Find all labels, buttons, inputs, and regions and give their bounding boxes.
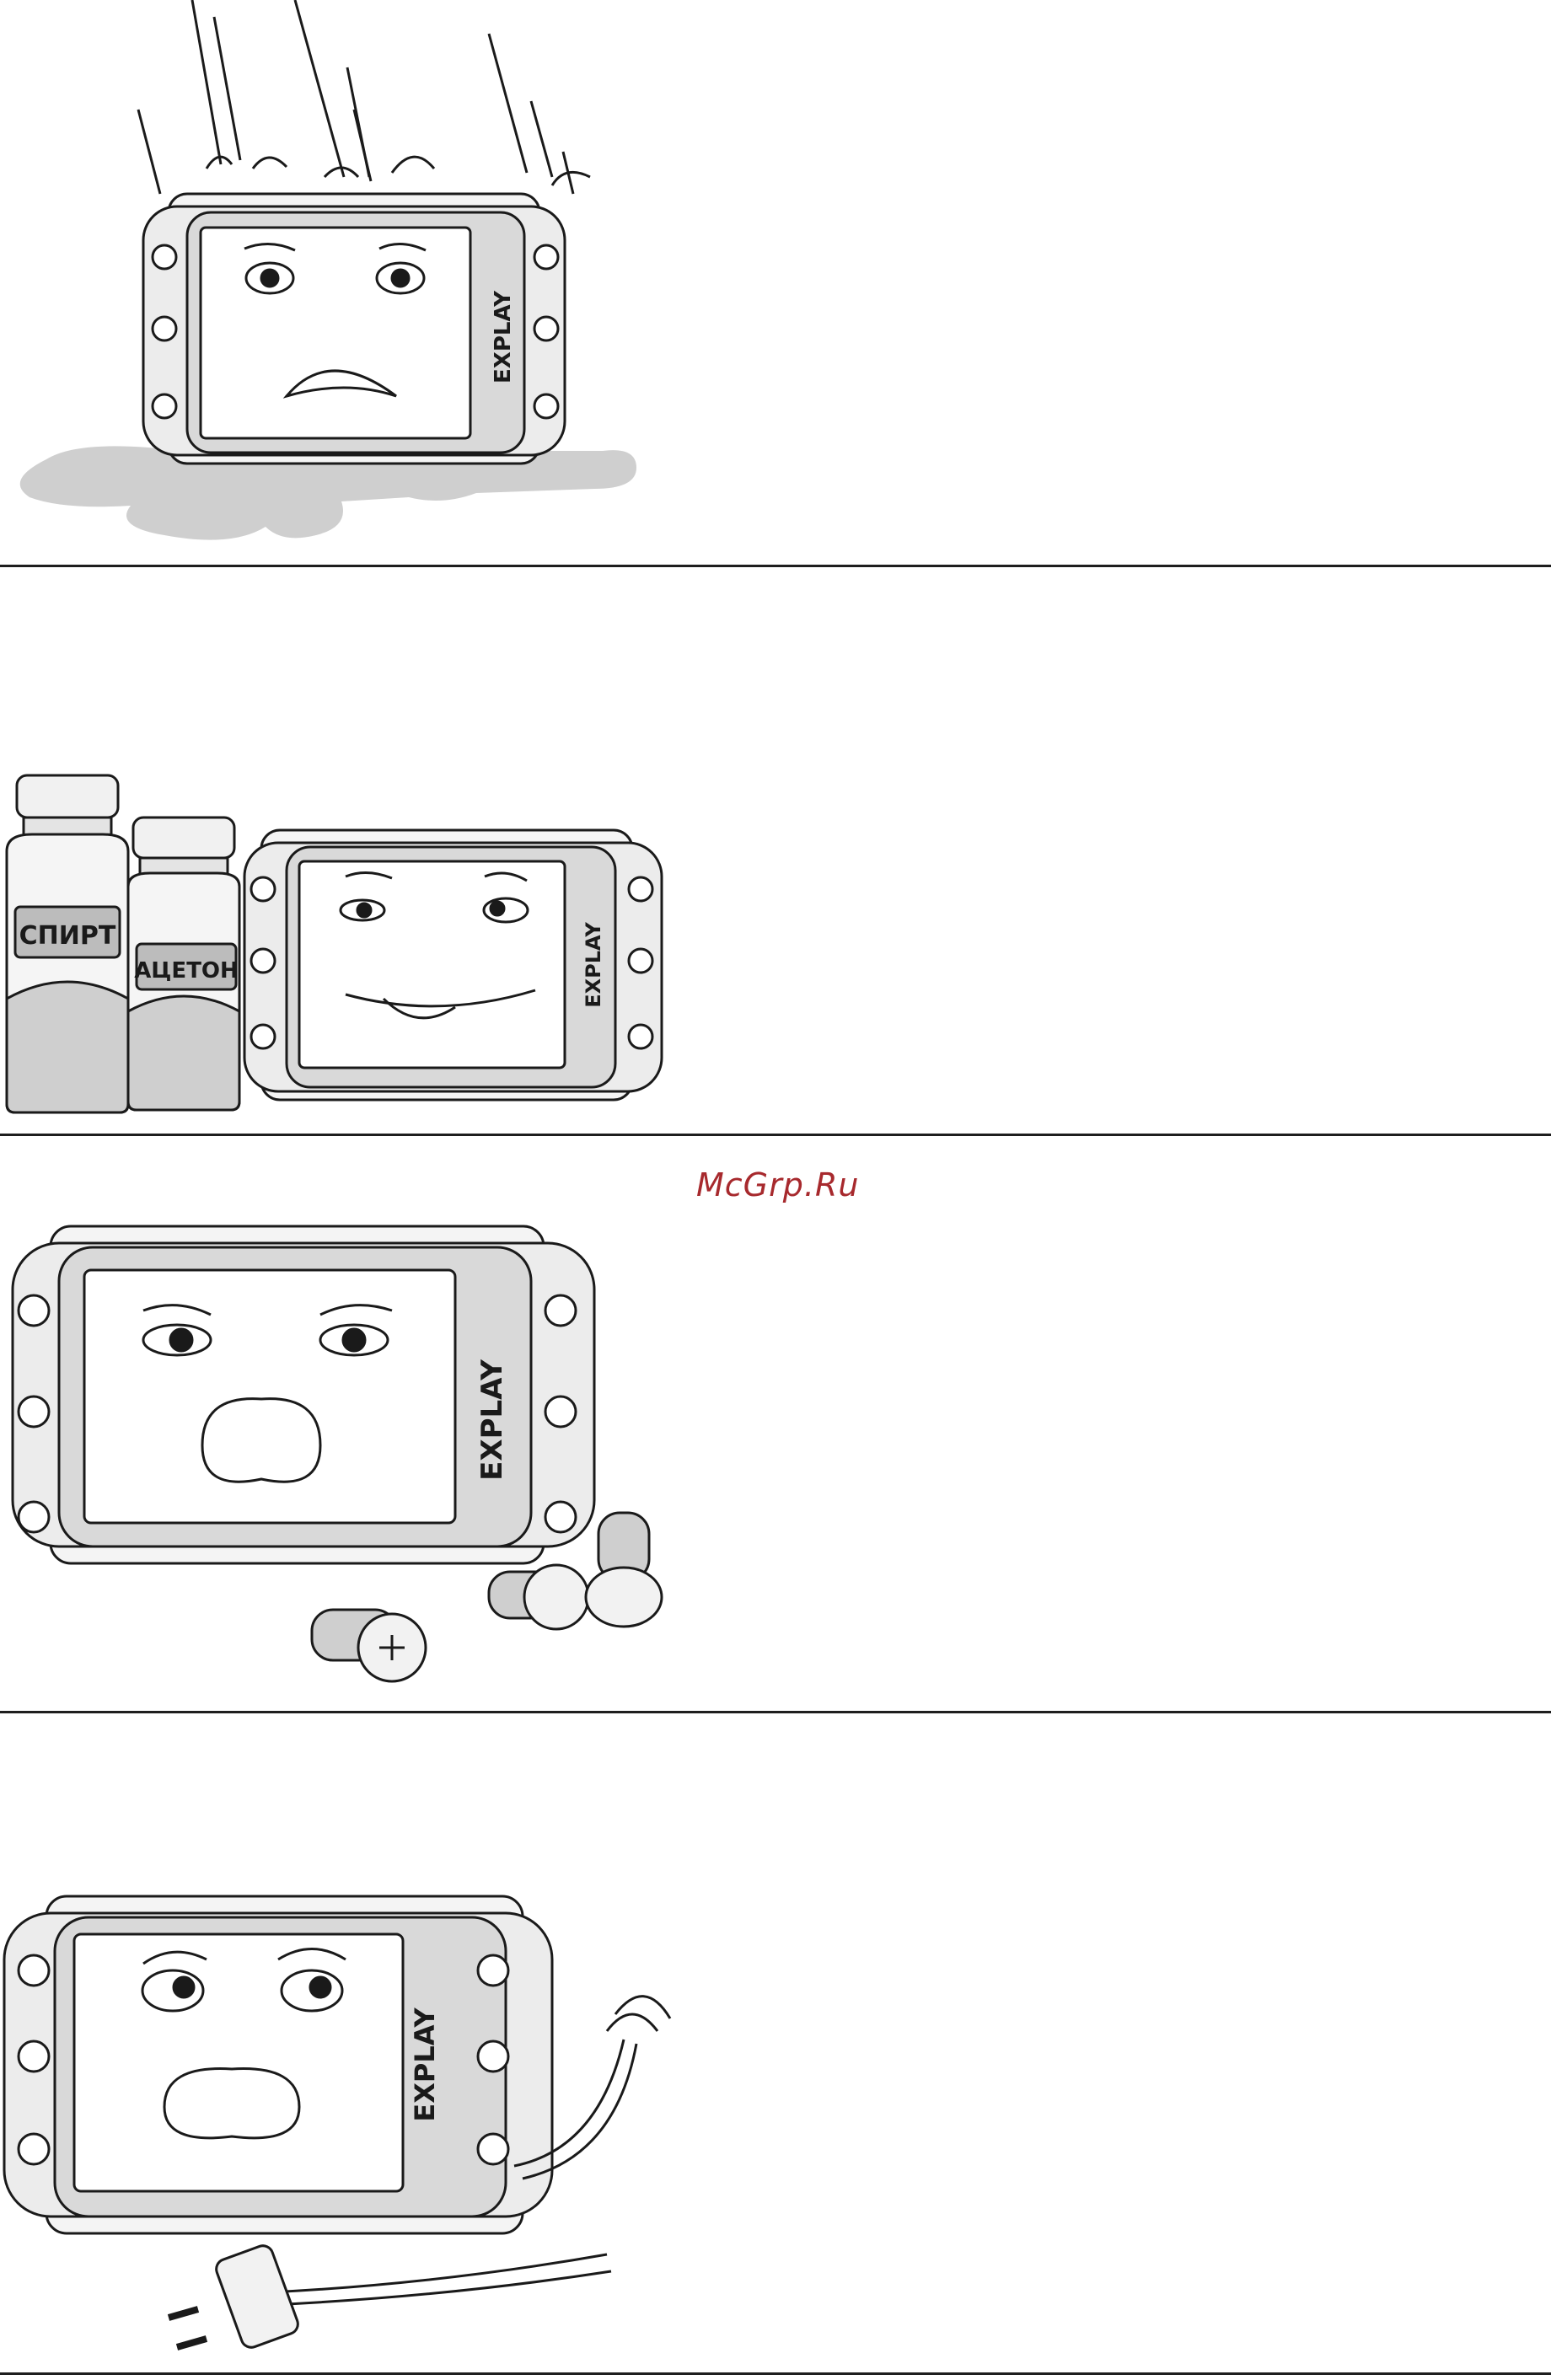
panel-power: EXPLAY bbox=[0, 1719, 674, 2368]
power-illustration: EXPLAY bbox=[0, 1719, 674, 2368]
divider-3 bbox=[0, 1711, 1551, 1713]
panel-screws: EXPLAY bbox=[0, 1142, 674, 1707]
power-plug-icon bbox=[169, 2243, 301, 2350]
rain-drops-icon bbox=[138, 0, 590, 194]
panel-chemicals: СПИРТ АЦЕТОН EXPLAY bbox=[0, 573, 674, 1129]
player-device bbox=[4, 1896, 552, 2233]
bottle-label-alcohol: СПИРТ bbox=[19, 921, 116, 951]
divider-2 bbox=[0, 1134, 1551, 1136]
divider-1 bbox=[0, 565, 1551, 567]
watermark-text: McGrp.Ru bbox=[696, 1166, 859, 1203]
device-brand-1: EXPLAY bbox=[491, 290, 516, 383]
divider-4 bbox=[0, 2372, 1551, 2375]
water-illustration: EXPLAY bbox=[0, 0, 674, 556]
device-brand-3: EXPLAY bbox=[475, 1359, 509, 1481]
bottle-label-acetone: АЦЕТОН bbox=[134, 958, 239, 984]
panel-water: EXPLAY bbox=[0, 0, 674, 556]
chemicals-illustration: СПИРТ АЦЕТОН EXPLAY bbox=[0, 573, 674, 1129]
device-brand-4: EXPLAY bbox=[409, 2007, 441, 2122]
device-brand-2: EXPLAY bbox=[582, 922, 605, 1008]
screws-illustration: EXPLAY bbox=[0, 1142, 674, 1707]
